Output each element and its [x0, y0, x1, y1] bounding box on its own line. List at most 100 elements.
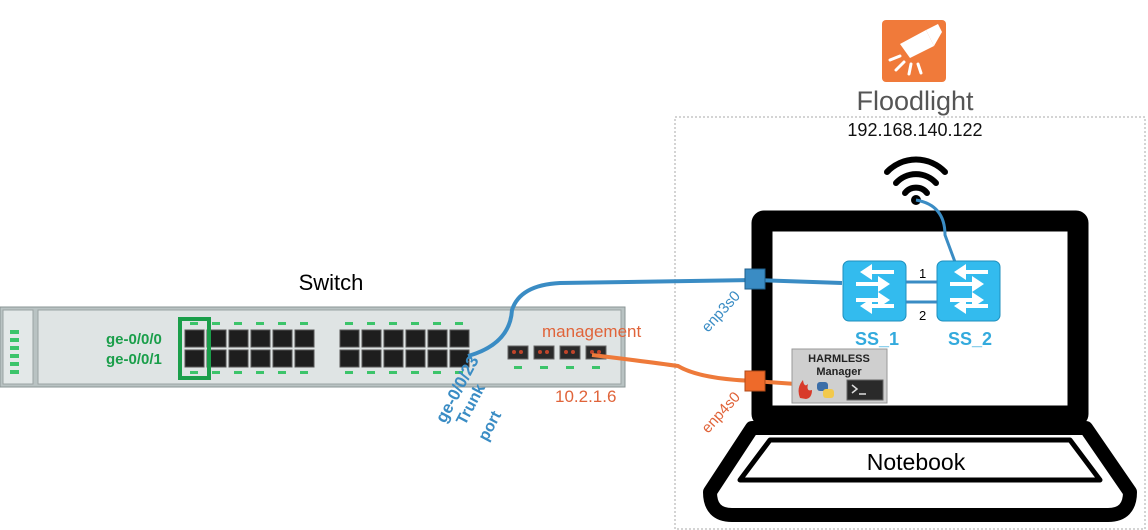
management-label: management — [542, 322, 642, 341]
port-led — [190, 322, 198, 325]
ss-1-label: SS_1 — [855, 329, 899, 349]
wifi-icon — [884, 156, 948, 196]
sfp-port-light — [538, 350, 542, 354]
port-led — [190, 371, 198, 374]
python-logo-icon — [817, 382, 834, 398]
switch-title: Switch — [299, 270, 364, 295]
port-led — [234, 322, 242, 325]
status-led — [10, 354, 19, 358]
port-led — [256, 322, 264, 325]
port-led — [389, 371, 397, 374]
ethernet-port — [184, 329, 205, 348]
port-word-label: port — [476, 408, 506, 444]
ethernet-port — [184, 349, 205, 368]
port-led — [345, 322, 353, 325]
iface-enp4s0-label: enp4s0 — [698, 389, 744, 437]
port-led — [411, 322, 419, 325]
ethernet-port — [339, 349, 360, 368]
sfp-port — [559, 345, 581, 360]
sfp-port-light — [571, 350, 575, 354]
ethernet-port — [383, 349, 404, 368]
port-led — [389, 322, 397, 325]
sfp-port — [533, 345, 555, 360]
ethernet-port — [383, 329, 404, 348]
port-led — [566, 366, 574, 369]
port-led — [540, 366, 548, 369]
ethernet-port — [228, 329, 249, 348]
sfp-port-light — [545, 350, 549, 354]
status-led — [10, 346, 19, 350]
ss-2-label: SS_2 — [948, 329, 992, 349]
ethernet-port — [427, 329, 448, 348]
status-led — [10, 338, 19, 342]
port-led — [455, 322, 463, 325]
ethernet-port — [250, 349, 271, 368]
status-led — [10, 330, 19, 334]
manager-title-line1: HARMLESS — [808, 353, 870, 365]
iface-enp3s0-connector — [744, 268, 766, 290]
sfp-port-light — [590, 350, 594, 354]
ethernet-port — [294, 329, 315, 348]
sfp-port-light — [564, 350, 568, 354]
ethernet-port — [405, 329, 426, 348]
sfp-port-light — [597, 350, 601, 354]
ethernet-port — [405, 349, 426, 368]
status-led — [10, 362, 19, 366]
terminal-icon — [846, 379, 884, 401]
management-cable — [591, 353, 797, 386]
port-led — [278, 322, 286, 325]
soft-switch-1-icon — [842, 260, 907, 322]
management-ip: 10.2.1.6 — [555, 387, 616, 406]
ryu-flame-icon — [798, 380, 812, 399]
ss-link-1-label: 1 — [919, 266, 926, 281]
ethernet-port — [427, 349, 448, 368]
ss-link-2-label: 2 — [919, 308, 926, 323]
port-led — [592, 366, 600, 369]
status-led — [10, 370, 19, 374]
port-led — [367, 322, 375, 325]
iface-enp4s0-connector — [744, 370, 766, 392]
ethernet-port — [250, 329, 271, 348]
ethernet-port — [294, 349, 315, 368]
ethernet-port — [272, 349, 293, 368]
notebook-laptop — [703, 210, 1137, 522]
ethernet-port — [449, 349, 470, 368]
sfp-port — [507, 345, 529, 360]
wifi-cable — [915, 198, 957, 263]
trunk-cable — [467, 277, 843, 358]
port-led — [433, 322, 441, 325]
controller-name: Floodlight — [856, 86, 974, 116]
port-led — [300, 371, 308, 374]
ethernet-port — [228, 349, 249, 368]
sfp-port-group — [507, 345, 607, 369]
ethernet-port — [272, 329, 293, 348]
port-led — [212, 322, 220, 325]
sfp-port-light — [512, 350, 516, 354]
highlighted-ports-frame — [178, 317, 211, 380]
manager-title-line2: Manager — [816, 366, 862, 378]
notebook-label: Notebook — [867, 449, 966, 475]
switch-port-grid — [184, 322, 470, 374]
port-label-ge-0-0-1: ge-0/0/1 — [106, 351, 162, 368]
ethernet-port — [339, 329, 360, 348]
port-label-ge-0-0-0: ge-0/0/0 — [106, 331, 162, 348]
port-led — [278, 371, 286, 374]
port-led — [433, 371, 441, 374]
port-led — [345, 371, 353, 374]
controller-ip: 192.168.140.122 — [847, 120, 982, 140]
port-led — [411, 371, 419, 374]
ethernet-port — [361, 349, 382, 368]
port-led — [455, 371, 463, 374]
port-led — [234, 371, 242, 374]
port-led — [367, 371, 375, 374]
iface-enp3s0-label: enp3s0 — [698, 288, 744, 336]
ethernet-port — [449, 329, 470, 348]
notebook-boundary — [674, 116, 1146, 530]
port-led — [256, 371, 264, 374]
floodlight-logo-icon — [882, 20, 946, 82]
soft-switch-2-icon — [936, 260, 1001, 322]
port-led — [212, 371, 220, 374]
ethernet-port — [361, 329, 382, 348]
status-leds — [10, 330, 19, 374]
